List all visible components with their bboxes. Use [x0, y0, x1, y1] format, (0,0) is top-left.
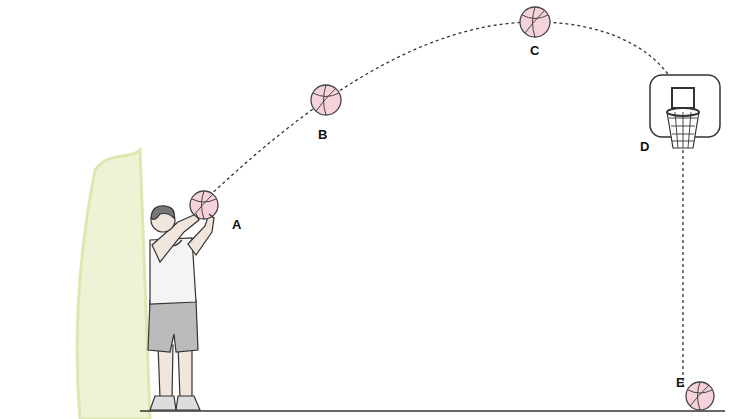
ball-a [190, 191, 218, 220]
ball-c [520, 7, 550, 37]
point-label: E [676, 376, 685, 389]
basket-hoop [650, 75, 720, 148]
ground-line [140, 410, 725, 412]
player-figure [148, 206, 214, 410]
point-label: B [318, 128, 327, 141]
ball-b [311, 85, 341, 115]
background-emblem [77, 150, 150, 419]
point-label: C [530, 44, 539, 57]
point-label: D [640, 140, 649, 153]
trajectory-path [205, 22, 682, 200]
ball-e [686, 382, 714, 410]
spacer [683, 150, 700, 385]
fall-path [682, 150, 683, 388]
point-label: A [232, 218, 241, 231]
